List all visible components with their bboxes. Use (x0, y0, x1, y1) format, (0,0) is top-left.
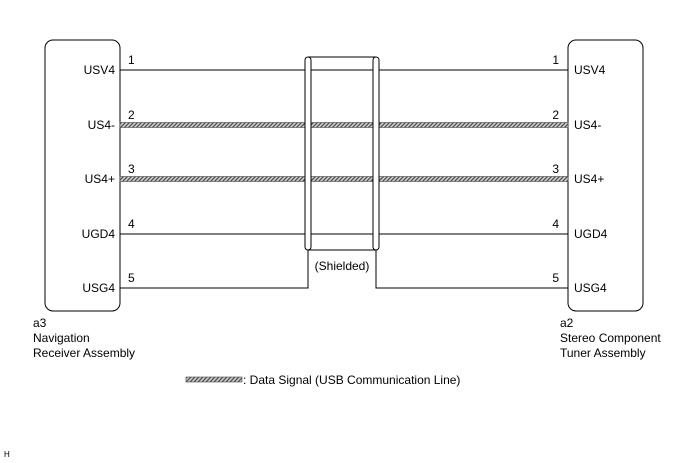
right-component-box (567, 39, 644, 312)
left-pin-name: UGD4 (82, 227, 116, 241)
wire-data-signal (119, 122, 569, 128)
left-component-box (44, 39, 121, 312)
left-pin-number: 4 (128, 217, 135, 231)
right-pin-number: 5 (552, 271, 559, 285)
right-pin-number: 1 (552, 53, 559, 67)
shield-left-bar (304, 56, 312, 251)
right-pin-number: 3 (552, 162, 559, 176)
wires-group (119, 69, 569, 289)
wire-data-signal (119, 176, 569, 182)
right-pin-name: UGD4 (574, 227, 608, 241)
left-pin-number: 5 (128, 271, 135, 285)
left-component-name-line2: Receiver Assembly (33, 346, 135, 360)
right-component-name-line1: Stereo Component (560, 331, 661, 345)
right-pin-name: US4+ (574, 172, 604, 186)
shield-right-bar (372, 56, 380, 251)
left-pin-number: 1 (128, 53, 135, 67)
left-pin-name: US4+ (85, 172, 115, 186)
right-component-name-line2: Tuner Assembly (560, 346, 646, 360)
wire-ground-left (120, 250, 309, 289)
left-pin-name: US4- (88, 118, 115, 132)
corner-mark: H (4, 450, 10, 459)
right-pin-name: US4- (574, 118, 601, 132)
right-pin-name: USG4 (574, 281, 607, 295)
left-pin-number: 3 (128, 162, 135, 176)
left-component-name-line1: Navigation (33, 331, 90, 345)
left-pin-name: USV4 (84, 63, 116, 77)
right-pin-number: 2 (552, 108, 559, 122)
legend: : Data Signal (USB Communication Line) (185, 373, 460, 387)
wire-ground-right (375, 250, 568, 289)
right-pin-name: USV4 (574, 63, 606, 77)
right-pin-number: 4 (552, 217, 559, 231)
shield-label: (Shielded) (315, 259, 370, 273)
left-pin-name: USG4 (82, 281, 115, 295)
shield: (Shielded) (304, 56, 380, 273)
legend-data-signal-swatch (185, 376, 243, 383)
right-component-code: a2 (560, 316, 574, 330)
left-component-code: a3 (33, 316, 47, 330)
left-pin-number: 2 (128, 108, 135, 122)
legend-text: : Data Signal (USB Communication Line) (243, 373, 460, 387)
